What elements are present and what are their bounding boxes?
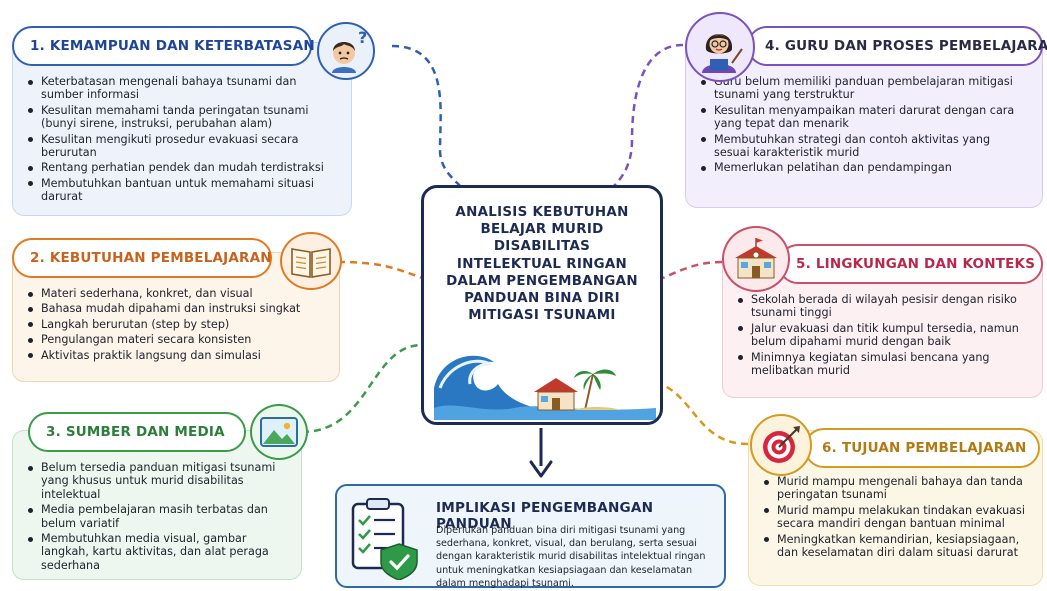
arrow-head: [529, 460, 553, 478]
panel-3-list: Belum tersedia panduan mitigasi tsunami …: [27, 461, 287, 572]
panel-lingkungan: Sekolah berada di wilayah pesisir dengan…: [722, 226, 1043, 398]
panel-3-title: 3. SUMBER DAN MEDIA: [28, 412, 246, 452]
connector-5: [662, 260, 723, 280]
central-title-line: INTELEKTUAL RINGAN: [456, 256, 628, 272]
connector-4: [611, 43, 684, 189]
implication-title: IMPLIKASI PENGEMBANGAN PANDUAN: [436, 500, 654, 532]
central-title-line: ANALISIS KEBUTUHAN: [455, 205, 629, 220]
target-icon: [750, 414, 812, 476]
bullet-item: Membutuhkan bantuan untuk memahami situa…: [27, 177, 337, 204]
bullet-item: Pengulangan materi secara konsisten: [27, 333, 325, 346]
panel-tujuan: Murid mampu mengenali bahaya dan tanda p…: [748, 414, 1043, 586]
bullet-item: Keterbatasan mengenali bahaya tsunami da…: [27, 75, 337, 102]
bullet-item: Memerlukan pelatihan dan pendampingan: [700, 161, 1028, 174]
panel-1-list: Keterbatasan mengenali bahaya tsunami da…: [27, 75, 337, 204]
bullet-item: Jalur evakuasi dan titik kumpul tersedia…: [737, 322, 1028, 349]
panel-6-list: Murid mampu mengenali bahaya dan tanda p…: [763, 475, 1028, 559]
bullet-item: Media pembelajaran masih terbatas dan be…: [27, 503, 287, 530]
bullet-item: Murid mampu melakukan tindakan evakuasi …: [763, 504, 1028, 531]
panel-4-list: Guru belum memiliki panduan pembelajaran…: [700, 75, 1028, 175]
connector-1: [391, 44, 463, 189]
connector-6: [662, 383, 749, 446]
bullet-item: Guru belum memiliki panduan pembelajaran…: [700, 75, 1028, 102]
teacher-icon: [685, 12, 755, 82]
panel-guru: Guru belum memiliki panduan pembelajaran…: [685, 12, 1047, 208]
implication-text: Diperlukan panduan bina diri mitigasi ts…: [436, 525, 706, 589]
central-title-line: DISABILITAS: [493, 239, 591, 255]
central-title: ANALISIS KEBUTUHAN BELAJAR MURID DISABIL…: [430, 204, 654, 324]
central-title-line: DALAM PENGEMBANGAN: [446, 273, 638, 289]
bullet-item: Meningkatkan kemandirian, kesiapsiagaan,…: [763, 533, 1028, 560]
bullet-item: Materi sederhana, konkret, dan visual: [27, 287, 325, 300]
bullet-item: Kesulitan menyampaikan materi darurat de…: [700, 104, 1028, 131]
panel-5-list: Sekolah berada di wilayah pesisir dengan…: [737, 293, 1028, 377]
bullet-item: Bahasa mudah dipahami dan instruksi sing…: [27, 302, 325, 315]
bullet-item: Kesulitan memahami tanda peringatan tsun…: [27, 104, 337, 131]
picture-icon: [250, 404, 308, 460]
central-title-line: PANDUAN BINA DIRI: [464, 291, 620, 307]
central-title-line: MITIGASI TSUNAMI: [468, 308, 616, 324]
connector-2: [337, 260, 423, 280]
bullet-item: Membutuhkan strategi dan contoh aktivita…: [700, 133, 1028, 160]
bullet-item: Belum tersedia panduan mitigasi tsunami …: [27, 461, 287, 501]
bullet-item: Kesulitan mengikuti prosedur evakuasi se…: [27, 133, 337, 160]
connector-3: [301, 343, 423, 434]
svg-text:?: ?: [358, 28, 367, 47]
clipboard-shield-icon: [351, 498, 418, 580]
panel-4-title: 4. GURU DAN PROSES PEMBELAJARAN: [747, 26, 1047, 66]
panel-2-title: 2. KEBUTUHAN PEMBELAJARAN: [12, 238, 272, 278]
bullet-item: Langkah berurutan (step by step): [27, 318, 325, 331]
bullet-item: Membutuhkan media visual, gambar langkah…: [27, 532, 287, 572]
panel-sumber-media: Belum tersedia panduan mitigasi tsunami …: [12, 404, 308, 580]
bullet-item: Murid mampu mengenali bahaya dan tanda p…: [763, 475, 1028, 502]
bullet-item: Rentang perhatian pendek dan mudah terdi…: [27, 161, 337, 174]
central-title-line: BELAJAR MURID: [480, 222, 604, 238]
open-book-icon: [280, 232, 342, 290]
panel-1-title: 1. KEMAMPUAN DAN KETERBATASAN MURID: [12, 26, 372, 66]
central-topic: ANALISIS KEBUTUHAN BELAJAR MURID DISABIL…: [421, 185, 663, 425]
bullet-item: Aktivitas praktik langsung dan simulasi: [27, 349, 325, 362]
bullet-item: Minimnya kegiatan simulasi bencana yang …: [737, 351, 1028, 378]
bullet-item: Sekolah berada di wilayah pesisir dengan…: [737, 293, 1028, 320]
panel-5-title: 5. LINGKUNGAN DAN KONTEKS: [778, 244, 1043, 284]
implication-box: IMPLIKASI PENGEMBANGAN PANDUAN Diperluka…: [335, 484, 726, 589]
panel-6-title: 6. TUJUAN PEMBELAJARAN: [804, 428, 1040, 468]
school-building-icon: [722, 226, 790, 292]
panel-kemampuan: Keterbatasan mengenali bahaya tsunami da…: [12, 22, 375, 216]
confused-boy-icon: ?: [317, 22, 375, 80]
tsunami-illustration: [434, 355, 656, 420]
